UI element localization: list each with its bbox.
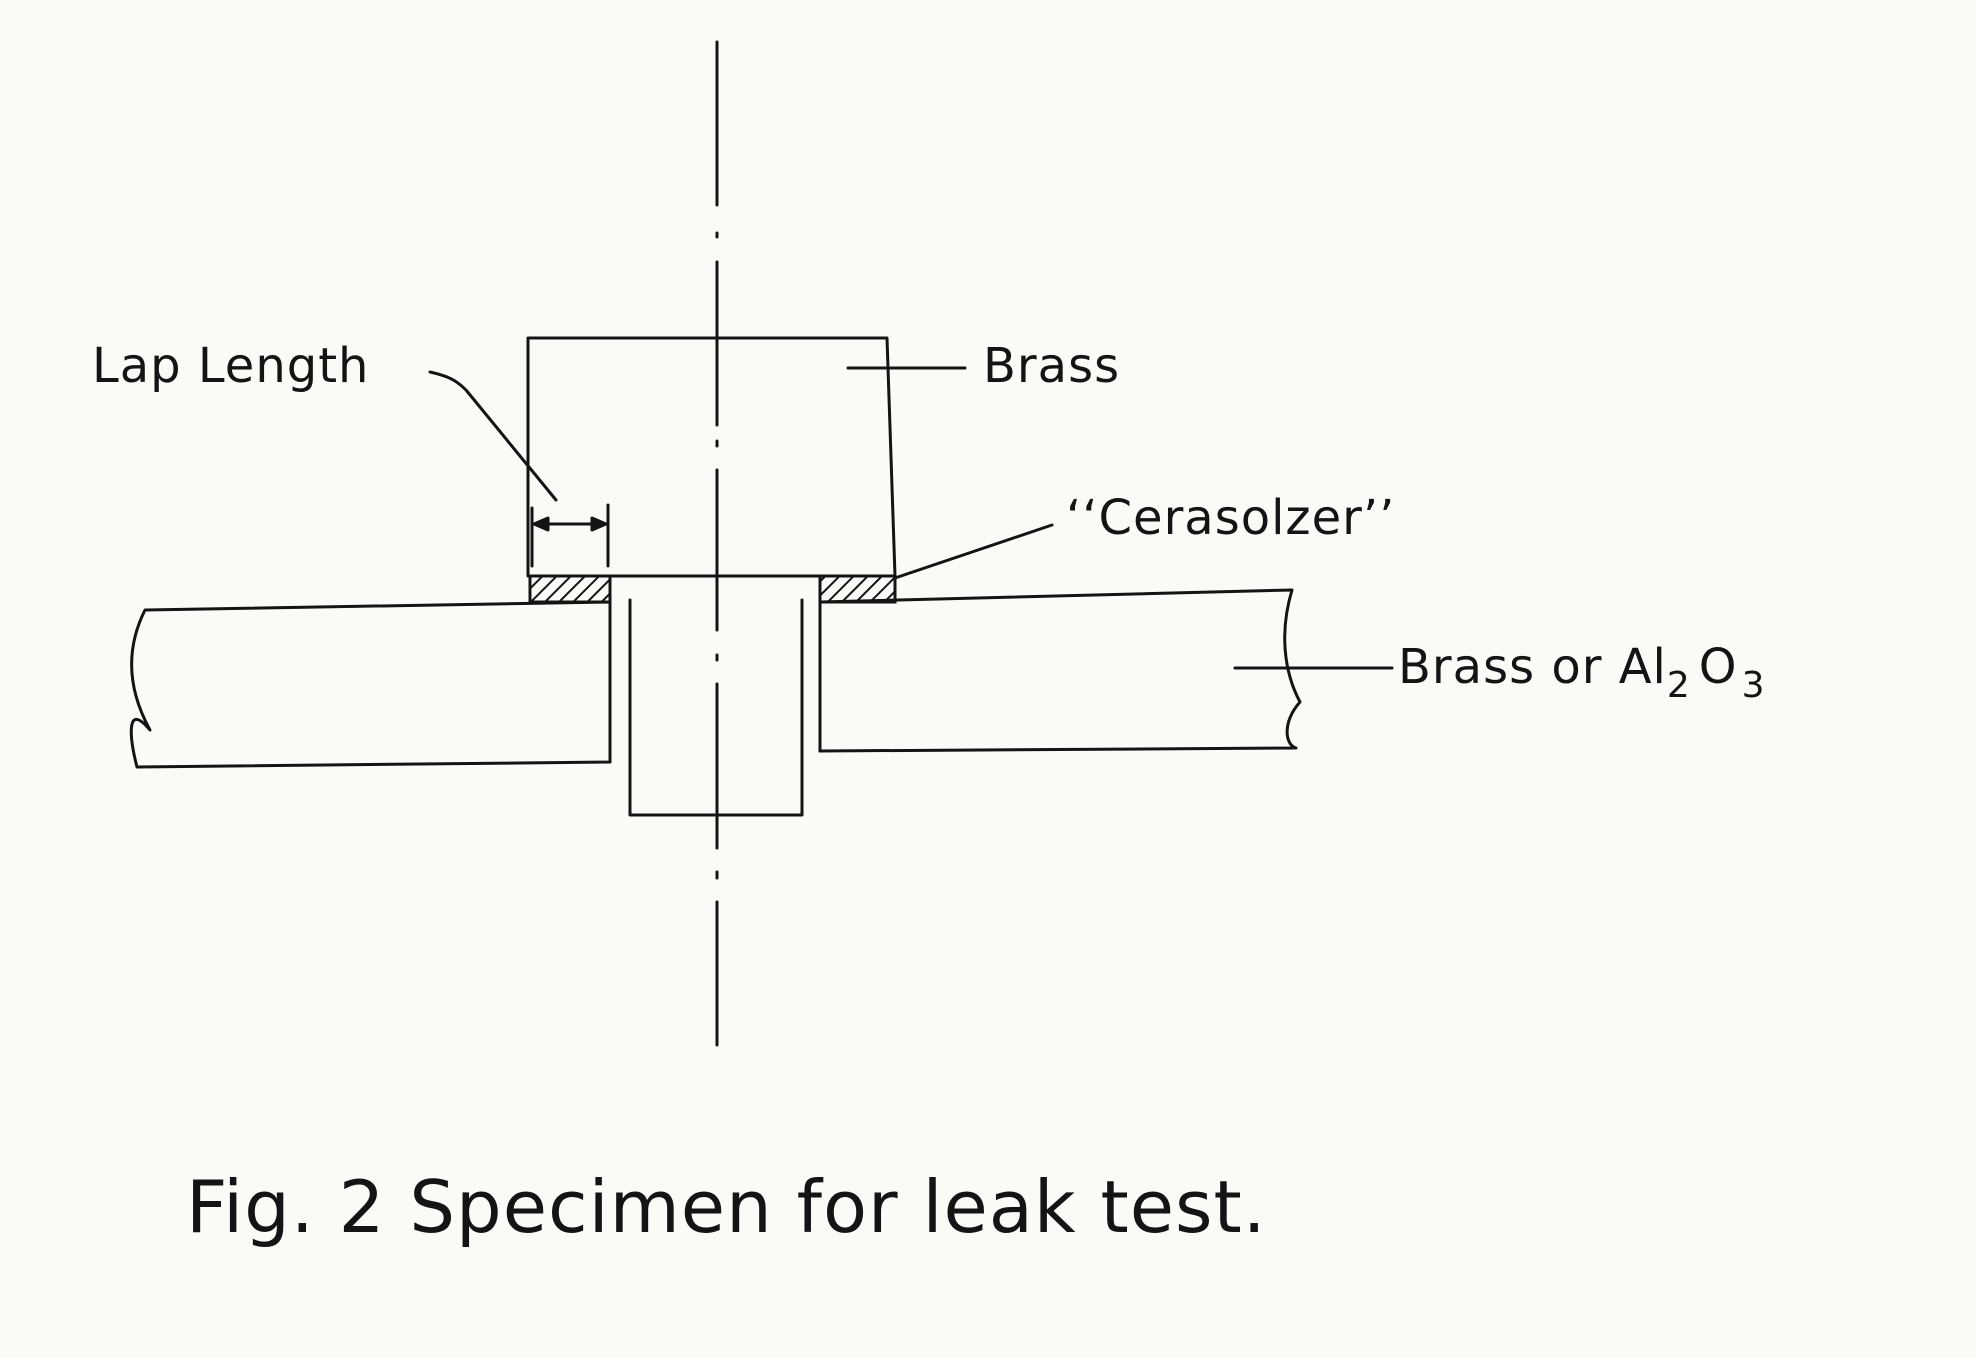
brass-or-al-text: Brass or Al bbox=[1398, 639, 1667, 695]
solder-joints bbox=[528, 574, 897, 604]
subscript-2: 2 bbox=[1667, 665, 1691, 706]
brass-top-label: Brass bbox=[983, 338, 1120, 394]
brass-block bbox=[526, 336, 897, 578]
tube-inner-walls bbox=[608, 574, 822, 764]
lap-length-label: Lap Length bbox=[92, 338, 369, 394]
left-base-plate bbox=[129, 600, 612, 769]
cerasolzer-leader bbox=[893, 523, 1054, 580]
lap-length-leader bbox=[428, 370, 558, 502]
bottom-tube bbox=[628, 749, 804, 817]
cerasolzer-label: ‘‘Cerasolzer’’ bbox=[1066, 490, 1395, 546]
lap-length-dimension bbox=[530, 503, 610, 568]
solder-joint-left bbox=[528, 574, 612, 604]
solder-joint-right bbox=[818, 574, 897, 604]
right-base-plate bbox=[818, 588, 1302, 753]
subscript-3: 3 bbox=[1742, 665, 1766, 706]
o-letter: O bbox=[1699, 639, 1738, 695]
figure-caption: Fig. 2 Specimen for leak test. bbox=[186, 1165, 1267, 1249]
